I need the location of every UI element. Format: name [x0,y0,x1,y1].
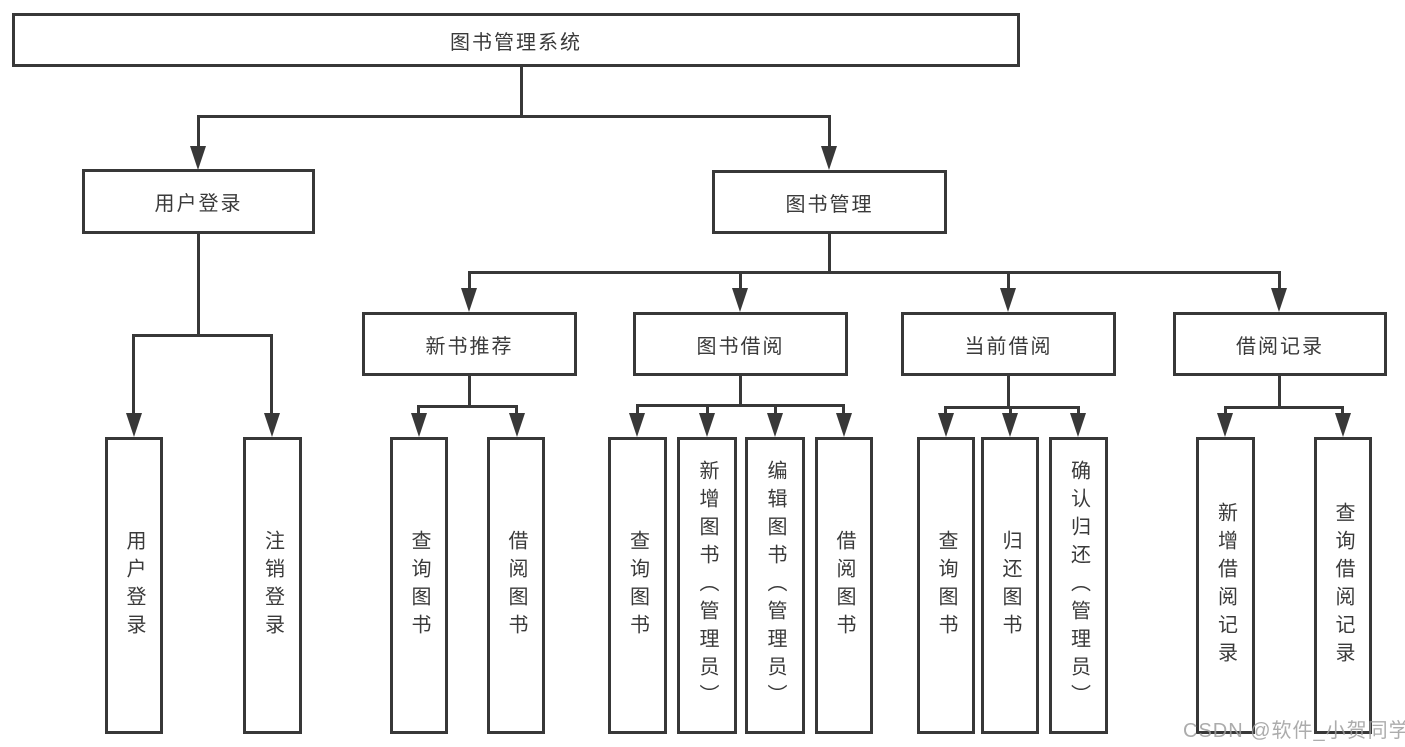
arrow-down-icon [1217,413,1233,437]
leaf-query-books-recommend: 查询图书 [390,437,448,734]
connector-book-mgmt-trunk [828,234,831,274]
connector-root-trunk [520,67,523,117]
node-root-library-system: 图书管理系统 [12,13,1020,67]
connector-new-books-trunk [468,376,471,408]
leaf-query-borrow-record: 查询借阅记录 [1314,437,1372,734]
connector-borrow-records-split [1224,406,1344,409]
connector-drop-logout [270,334,273,416]
connector-drop [1341,406,1344,417]
leaf-edit-books-admin: 编辑图书（管理员） [745,437,805,734]
connector-drop [1224,406,1227,417]
connector-book-borrow-trunk [739,376,742,407]
node-borrow-records: 借阅记录 [1173,312,1387,376]
arrow-down-icon [836,413,852,437]
connector-current-borrow-trunk [1007,376,1010,409]
connector-drop-new-books [468,271,471,291]
connector-book-borrow-split [636,404,845,407]
connector-user-login-trunk [197,234,200,337]
leaf-confirm-return-admin: 确认归还（管理员） [1049,437,1108,734]
connector-drop-borrow-records [1278,271,1281,291]
connector-drop-book-mgmt [828,115,831,150]
leaf-query-books-borrowing: 查询图书 [608,437,667,734]
leaf-borrow-books: 借阅图书 [815,437,873,734]
connector-drop [1077,406,1080,417]
arrow-down-icon [1335,413,1351,437]
arrow-down-icon [126,413,142,437]
arrow-down-icon [732,288,748,312]
connector-drop-login [132,334,135,416]
node-book-management: 图书管理 [712,170,947,234]
arrow-down-icon [1070,413,1086,437]
connector-level2-split [197,115,831,118]
node-new-book-recommend: 新书推荐 [362,312,577,376]
arrow-down-icon [821,146,837,170]
connector-drop [706,404,709,417]
leaf-user-login: 用户登录 [105,437,163,734]
connector-drop [1009,406,1012,417]
connector-drop [515,405,518,417]
arrow-down-icon [264,413,280,437]
connector-new-books-split [417,405,518,408]
arrow-down-icon [411,413,427,437]
node-user-login: 用户登录 [82,169,315,234]
leaf-borrow-books-recommend: 借阅图书 [487,437,545,734]
connector-user-login-split [132,334,273,337]
arrow-down-icon [938,413,954,437]
connector-borrow-records-trunk [1278,376,1281,409]
leaf-logout: 注销登录 [243,437,302,734]
connector-drop-book-borrow [739,271,742,291]
arrow-down-icon [1000,288,1016,312]
leaf-add-borrow-record: 新增借阅记录 [1196,437,1255,734]
connector-level3-split [468,271,1281,274]
connector-drop [774,404,777,417]
arrow-down-icon [461,288,477,312]
arrow-down-icon [767,413,783,437]
arrow-down-icon [1271,288,1287,312]
connector-current-borrow-split [944,406,1080,409]
connector-drop-current-borrow [1007,271,1010,291]
arrow-down-icon [509,413,525,437]
leaf-return-books: 归还图书 [981,437,1039,734]
csdn-watermark: CSDN @软件_小贺同学 [1183,720,1405,742]
connector-drop [417,405,420,417]
connector-drop [636,404,639,417]
connector-drop [842,404,845,417]
arrow-down-icon [1002,413,1018,437]
arrow-down-icon [699,413,715,437]
node-book-borrowing: 图书借阅 [633,312,848,376]
node-current-borrowing: 当前借阅 [901,312,1116,376]
connector-drop [944,406,947,417]
leaf-query-books-current: 查询图书 [917,437,975,734]
leaf-add-books-admin: 新增图书（管理员） [677,437,737,734]
arrow-down-icon [190,146,206,170]
arrow-down-icon [629,413,645,437]
connector-drop-user-login [197,115,200,150]
